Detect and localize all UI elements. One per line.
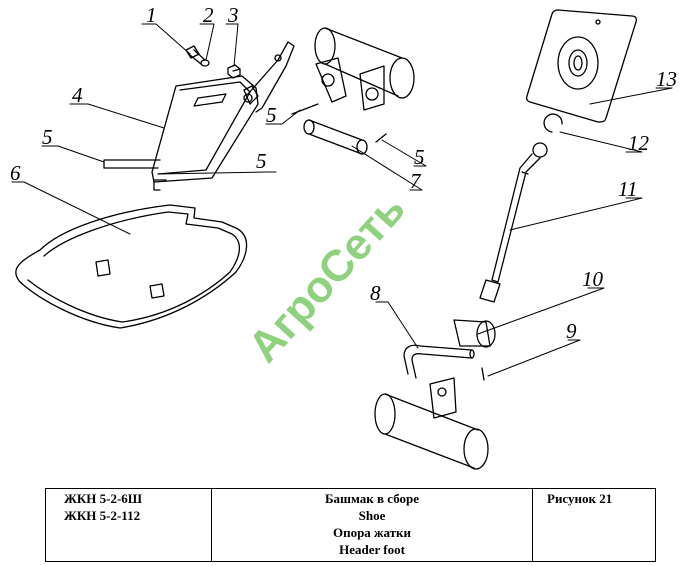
part-shoe-bracket [103, 41, 295, 191]
part-cotter-pin-9 [481, 367, 485, 381]
title-en-1: Shoe [358, 508, 386, 523]
part-tube-with-lugs [314, 27, 415, 111]
watermark-text: АгроСеть [239, 184, 415, 371]
leader-lines [11, 23, 673, 377]
title-block-codes: ЖКН 5-2-6Ш ЖКН 5-2-112 [45, 488, 212, 562]
part-number-5a: 5 [42, 125, 53, 149]
exploded-assembly-drawing: 1 2 3 4 5 5 5 5 6 7 8 9 10 11 12 13 Агро… [10, 3, 677, 470]
part-bushing [453, 319, 496, 348]
part-number-5c: 5 [266, 103, 277, 127]
title-block-figure: Рисунок 21 [532, 488, 656, 562]
part-number-6: 6 [10, 161, 21, 185]
part-mounting-plate [525, 9, 638, 123]
drawing-code-1: ЖКН 5-2-6Ш [64, 491, 143, 506]
part-number-5b: 5 [256, 149, 267, 173]
part-number-9: 9 [566, 319, 577, 343]
part-nut [227, 64, 241, 79]
part-l-pin [403, 344, 475, 379]
part-axle-pin [303, 119, 368, 155]
part-lower-tube [374, 377, 489, 470]
title-ru-2: Опора жатки [332, 525, 412, 540]
part-number-4: 4 [72, 83, 83, 107]
part-number-5d: 5 [414, 145, 425, 169]
title-en-2: Header foot [339, 542, 405, 557]
part-cotter-pins [291, 103, 387, 143]
part-snap-ring [543, 113, 563, 133]
part-number-7: 7 [410, 169, 422, 193]
part-bolt [185, 45, 206, 65]
part-shoe-plate [15, 204, 248, 329]
part-number-13: 13 [656, 67, 677, 91]
part-number-10: 10 [582, 267, 604, 291]
title-block-titles: Башмак в сборе Shoe Опора жатки Header f… [211, 488, 533, 562]
part-number-3: 3 [227, 3, 239, 27]
figure-label: Рисунок 21 [547, 491, 613, 506]
part-threaded-rod [479, 142, 548, 303]
title-ru-1: Башмак в сборе [324, 491, 420, 506]
title-block: ЖКН 5-2-6Ш ЖКН 5-2-112 Башмак в сборе Sh… [45, 488, 656, 562]
part-number-11: 11 [618, 177, 637, 201]
part-number-1: 1 [146, 3, 157, 27]
part-number-8: 8 [370, 281, 381, 305]
part-washer [200, 59, 210, 67]
part-number-12: 12 [628, 131, 650, 155]
part-number-2: 2 [203, 3, 214, 27]
drawing-code-2: ЖКН 5-2-112 [64, 508, 141, 523]
